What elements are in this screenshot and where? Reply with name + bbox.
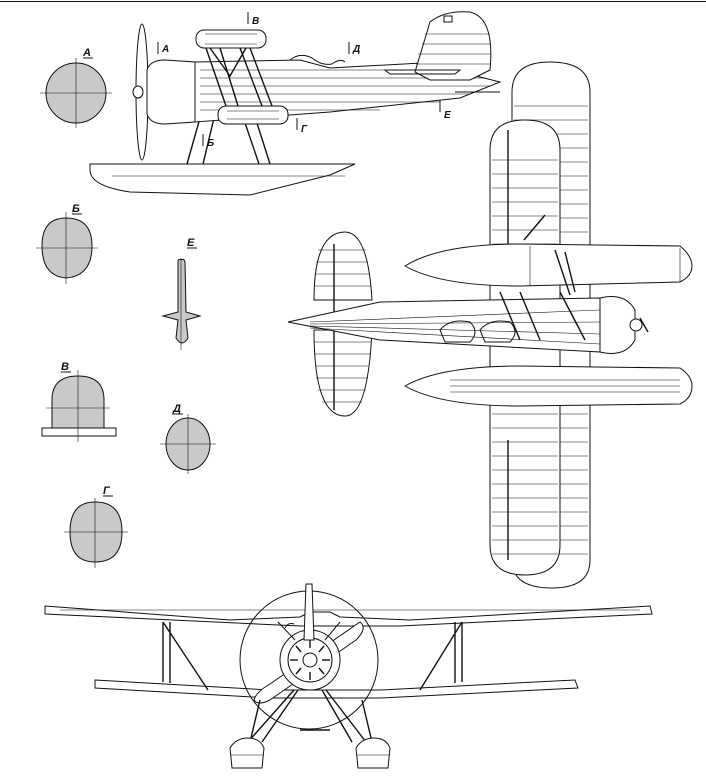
front-cabane-struts bbox=[277, 621, 341, 641]
label-section-v-side: В bbox=[252, 16, 259, 27]
label-section-g-side: Г bbox=[301, 124, 308, 135]
section-e-shape bbox=[161, 258, 202, 344]
top-tailplane bbox=[313, 231, 373, 301]
front-spinner bbox=[302, 652, 318, 668]
side-float-struts bbox=[186, 117, 271, 165]
top-view bbox=[287, 61, 693, 589]
front-pitot bbox=[284, 623, 295, 629]
label-section-d: Д bbox=[172, 403, 181, 415]
side-wing-struts bbox=[205, 47, 273, 107]
side-upper-wing bbox=[195, 29, 267, 49]
front-float-right bbox=[355, 737, 391, 769]
side-float bbox=[89, 163, 356, 196]
cross-sections: А Б Е В Д Г bbox=[36, 47, 216, 568]
top-float-upper bbox=[404, 243, 693, 287]
label-section-e: Е bbox=[187, 237, 195, 249]
side-view: А В Д Е Г Б bbox=[89, 11, 502, 196]
top-tailplane-ribs bbox=[314, 249, 371, 403]
label-section-v: В bbox=[61, 361, 69, 373]
front-float-struts bbox=[247, 689, 373, 743]
front-upper-wing bbox=[44, 605, 653, 627]
top-engine bbox=[599, 296, 636, 354]
side-stabilizer bbox=[383, 69, 462, 75]
label-section-e-side: Е bbox=[444, 110, 451, 121]
front-view bbox=[44, 583, 653, 769]
label-section-a: А bbox=[82, 47, 91, 59]
label-section-b-side: Б bbox=[207, 138, 214, 149]
top-cockpit-rear bbox=[479, 320, 516, 343]
front-engine-cylinders bbox=[290, 640, 330, 680]
top-cockpit-front bbox=[439, 320, 476, 343]
side-spinner bbox=[132, 85, 144, 99]
label-section-d-side: Д bbox=[352, 44, 360, 55]
front-float-left bbox=[229, 737, 265, 769]
front-interplane-struts bbox=[162, 621, 463, 691]
label-section-g: Г bbox=[103, 485, 111, 497]
top-fuselage-stringers bbox=[309, 309, 601, 345]
top-spinner bbox=[629, 318, 643, 332]
label-section-b: Б bbox=[72, 203, 80, 215]
label-section-a-side: А bbox=[161, 44, 169, 55]
side-tail-fin bbox=[414, 11, 492, 81]
front-tail-fin bbox=[303, 583, 315, 641]
front-lower-wing bbox=[94, 679, 579, 699]
side-lower-wing bbox=[217, 105, 289, 125]
side-engine-cowling bbox=[146, 59, 196, 125]
side-cockpit bbox=[289, 54, 346, 65]
